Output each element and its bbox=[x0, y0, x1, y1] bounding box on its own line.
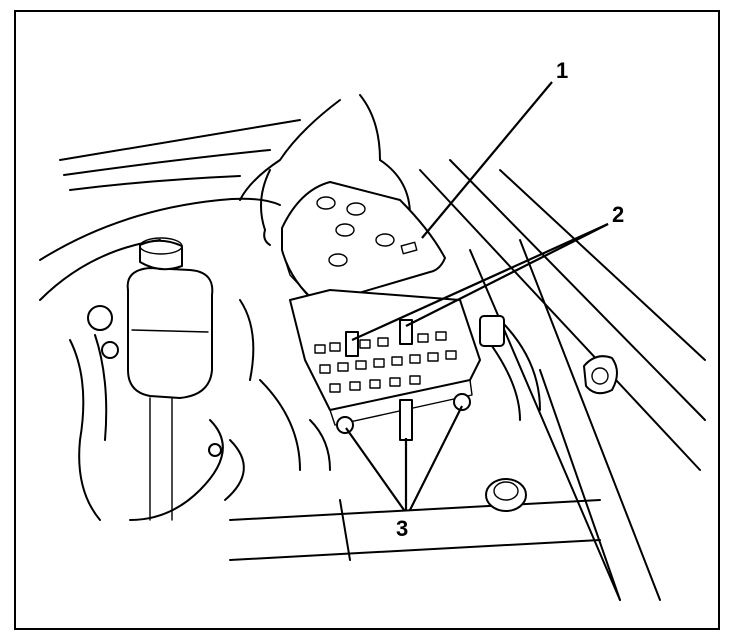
battery-terminal bbox=[485, 478, 527, 512]
fuse-block bbox=[289, 289, 481, 426]
leader-2b bbox=[405, 223, 609, 327]
fastener-2 bbox=[399, 319, 413, 345]
callout-1: 1 bbox=[556, 58, 568, 83]
right-connector bbox=[479, 315, 618, 395]
callout-3: 3 bbox=[396, 516, 408, 541]
fuse-rows bbox=[314, 331, 457, 393]
leader-1 bbox=[421, 81, 553, 239]
wiring-harness-left bbox=[69, 299, 301, 521]
fuse-block-cover bbox=[281, 181, 446, 306]
leader-3c bbox=[409, 405, 463, 511]
callout-2: 2 bbox=[612, 202, 624, 227]
engine-bay-outline bbox=[39, 119, 706, 601]
lower-fasteners bbox=[309, 319, 541, 471]
leader-3a bbox=[345, 427, 405, 511]
coolant-reservoir bbox=[126, 237, 214, 521]
leader-2a bbox=[351, 222, 609, 342]
fastener-1 bbox=[345, 331, 359, 357]
leader-lines bbox=[345, 81, 609, 511]
